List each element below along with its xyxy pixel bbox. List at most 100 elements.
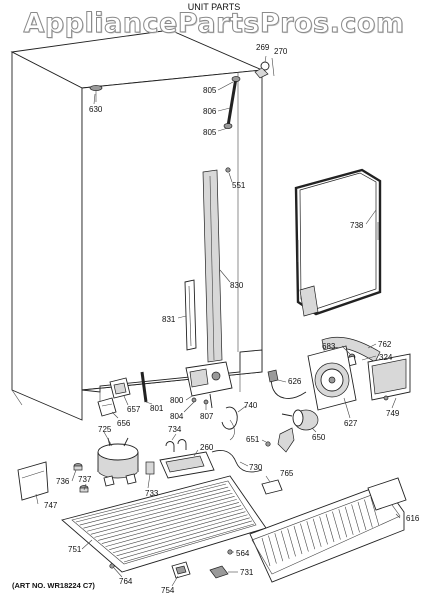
part-label-657: 657 (127, 405, 141, 414)
part-label-324: 324 (379, 353, 393, 362)
part-label-805-bottom: 805 (203, 128, 217, 137)
part-label-650: 650 (312, 433, 326, 442)
part-label-270: 270 (274, 47, 288, 56)
grommet-737 (79, 485, 89, 493)
part-label-762: 762 (378, 340, 392, 349)
part-label-740: 740 (244, 401, 258, 410)
grille-slot (364, 499, 373, 528)
condenser-coil-line (123, 523, 255, 563)
part-label-564: 564 (236, 549, 250, 558)
condenser-coil-line (105, 508, 244, 547)
part-label-626: 626 (288, 377, 302, 386)
bracket-747 (17, 461, 49, 501)
screw-564 (227, 549, 233, 555)
part-label-656: 656 (117, 419, 131, 428)
part-label-749: 749 (386, 409, 400, 418)
compressor-725 (97, 437, 139, 487)
grille-slot (319, 516, 328, 545)
condenser-coil-line (75, 483, 227, 523)
refrigerator-cabinet (10, 29, 264, 421)
fan-motor-650 (281, 409, 319, 431)
clamp-734 (165, 439, 187, 452)
grille-slot (357, 501, 367, 531)
grille-slot (274, 533, 284, 562)
grille-slot (287, 528, 296, 557)
part-label-804: 804 (170, 412, 184, 421)
grommet-736 (73, 463, 83, 471)
grille-slot (312, 518, 322, 547)
part-label-764: 764 (119, 577, 133, 586)
evaporator-frame-738 (294, 168, 382, 317)
part-label-725: 725 (98, 425, 112, 434)
part-label-765: 765 (280, 469, 294, 478)
part-label-630: 630 (89, 105, 103, 114)
capacitor-656 (97, 397, 117, 417)
leader-lines (35, 55, 401, 587)
condenser-coil-line (116, 517, 250, 557)
diagram-title: UNIT PARTS (187, 2, 241, 12)
part-label-806: 806 (203, 107, 217, 116)
part-label-683: 683 (322, 342, 336, 351)
part-label-733: 733 (145, 489, 159, 498)
screw-764 (109, 563, 115, 569)
part-label-831: 831 (162, 315, 176, 324)
cover-260 (159, 451, 215, 479)
part-label-731: 731 (240, 568, 254, 577)
fan-shroud-627 (307, 345, 357, 411)
condenser-coil-line (87, 492, 233, 532)
art-number: (ART NO. WR18224 C7) (12, 581, 95, 590)
part-label-801: 801 (150, 404, 164, 413)
condenser-coil-line (101, 505, 242, 544)
condenser-coil-line (94, 499, 237, 538)
grille-616 (249, 477, 407, 583)
grille-slot (344, 506, 354, 535)
grille-slot (370, 497, 380, 526)
bracket-765 (261, 479, 283, 495)
condenser-coil-line (83, 489, 231, 529)
part-label-751: 751 (68, 545, 82, 554)
part-labels: 269 270 630 805 806 805 551 738 830 831 … (44, 43, 420, 595)
grille-slot (280, 530, 290, 559)
condenser-coil-line (79, 486, 229, 526)
grille-slot (306, 521, 316, 550)
tube-801 (140, 371, 148, 403)
part-label-734: 734 (168, 425, 182, 434)
part-label-627: 627 (344, 419, 358, 428)
grille-slot (293, 525, 303, 555)
part-label-616: 616 (406, 514, 420, 523)
clip-630 (89, 85, 103, 102)
cover-749 (367, 353, 411, 401)
part-label-830: 830 (230, 281, 244, 290)
part-label-260: 260 (200, 443, 214, 452)
grille-slot (351, 504, 360, 533)
clip-731 (209, 565, 229, 579)
part-label-754: 754 (161, 586, 175, 595)
part-label-651: 651 (246, 435, 260, 444)
part-label-737: 737 (78, 475, 92, 484)
bracket-740 (221, 406, 238, 441)
fan-blade-651 (265, 427, 295, 453)
defrost-control-800 (185, 361, 233, 409)
part-label-738: 738 (350, 221, 364, 230)
condenser-coil-line (98, 502, 240, 541)
part-label-730: 730 (249, 463, 263, 472)
condenser-coil-line (112, 514, 248, 554)
condenser-coil-line (109, 511, 246, 550)
bracket-754 (171, 561, 191, 579)
part-label-747: 747 (44, 501, 58, 510)
part-label-269: 269 (256, 43, 270, 52)
capillary-tube-806 (223, 76, 241, 129)
part-label-551: 551 (232, 181, 246, 190)
grille-slot (338, 509, 348, 538)
grille-slot (332, 511, 341, 540)
part-label-800: 800 (170, 396, 184, 405)
grille-slot (300, 523, 309, 552)
tubing-730 (211, 450, 263, 473)
relay-657 (109, 377, 131, 399)
part-label-805-top: 805 (203, 86, 217, 95)
grille-slot (325, 513, 335, 543)
part-label-736: 736 (56, 477, 70, 486)
part-label-807: 807 (200, 412, 214, 421)
grille-slot (261, 537, 271, 567)
